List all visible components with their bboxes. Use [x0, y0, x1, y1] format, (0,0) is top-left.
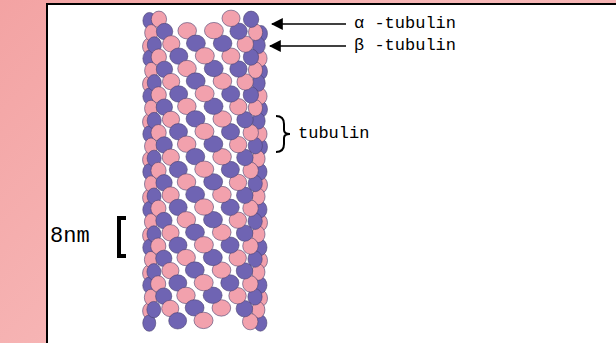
alpha-label: α -tubulin — [354, 15, 456, 32]
beta-label: β -tubulin — [354, 37, 456, 54]
tubulin-sphere — [243, 11, 258, 27]
tubulin-sphere — [194, 237, 213, 253]
leader-arrow — [270, 45, 346, 47]
tubulin-sphere — [194, 312, 213, 328]
brace — [276, 116, 290, 152]
tubulin-sphere — [195, 85, 214, 101]
dimension-label: 8nm — [50, 226, 90, 248]
tubulin-sphere — [169, 313, 187, 329]
tubulin-sphere — [195, 123, 214, 139]
tubulin-sphere — [222, 10, 240, 26]
tubulin-label: tubulin — [298, 125, 369, 142]
microtubule — [143, 10, 268, 331]
dimension-bracket — [119, 218, 126, 256]
tubulin-sphere — [195, 199, 214, 215]
tubulin-sphere — [194, 274, 213, 290]
leader-arrow — [272, 23, 346, 25]
white-panel — [46, 3, 616, 343]
tubulin-sphere — [195, 48, 214, 64]
tubulin-sphere — [204, 22, 223, 38]
tubulin-sphere — [195, 161, 214, 177]
tubulin-sphere — [147, 301, 161, 317]
